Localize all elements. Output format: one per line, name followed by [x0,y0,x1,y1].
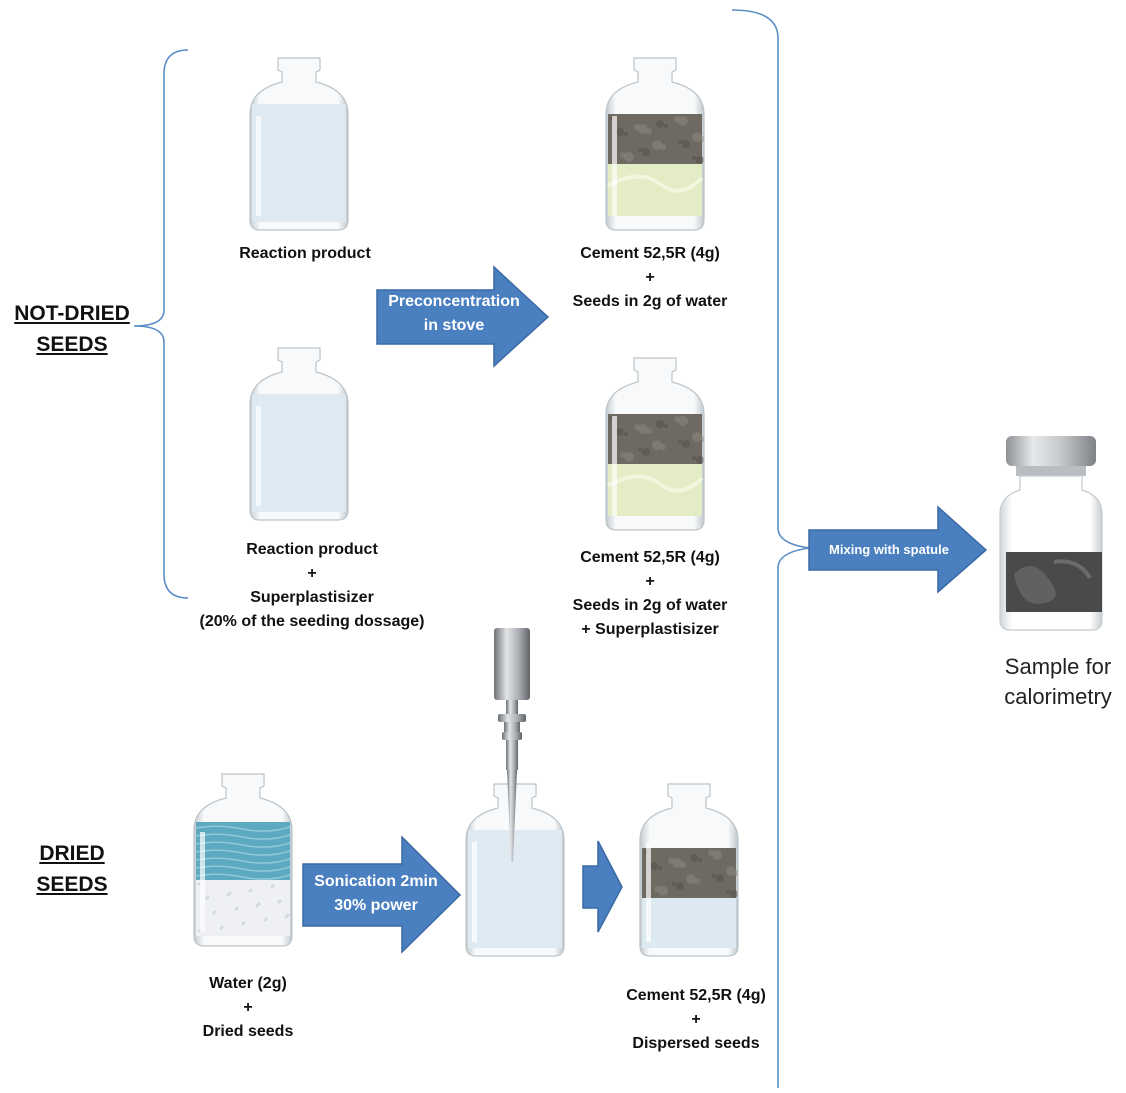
caption-cement-seeds-sp: Cement 52,5R (4g) + Seeds in 2g of water… [550,546,750,642]
caption-water-dried-seeds: Water (2g) + Dried seeds [168,972,328,1044]
caption-reaction-product: Reaction product [205,242,405,266]
caption-line: Sample for [1004,654,1112,679]
bottle-cement-dispersed [634,782,744,958]
caption-line: Reaction product [239,245,371,262]
caption-line: + [307,565,317,582]
arrow-sonication: Sonication 2min 30% power [302,835,462,954]
not-dried-label-line-2: SEEDS [36,333,108,356]
vial-sample-calorimetry [999,436,1103,631]
arrow-to-cement [582,840,624,934]
caption-line: Superplastisizer [250,589,374,606]
caption-line: Reaction product [246,541,378,558]
sonication-line-1: Sonication 2min [314,873,438,890]
not-dried-label-line-1: NOT-DRIED [14,302,130,325]
not-dried-brace [133,49,189,599]
caption-line: + [243,999,253,1016]
dried-seeds-label: DRIED SEEDS [7,838,137,900]
arrow-sonication-label: Sonication 2min 30% power [302,870,450,918]
bottle-reaction-product [244,56,354,232]
mixing-line-1: Mixing with spatule [829,542,949,557]
dried-label-line-1: DRIED [39,842,105,865]
arrow-preconcentration: Preconcentration in stove [376,265,550,368]
caption-line: Cement 52,5R (4g) [580,549,720,566]
preconcentration-line-2: in stove [423,317,485,334]
sonication-line-2: 30% power [334,897,418,914]
dried-label-line-2: SEEDS [36,873,108,896]
caption-line: Dried seeds [202,1023,294,1040]
caption-line: (20% of the seeding dossage) [199,613,425,630]
caption-sample-calorimetry: Sample for calorimetry [984,652,1126,712]
not-dried-seeds-label: NOT-DRIED SEEDS [7,298,137,360]
bottle-cement-seeds-sp [600,356,710,532]
bottle-water-dried-seeds [188,772,298,948]
caption-line: Dispersed seeds [632,1035,760,1052]
arrow-mixing-label: Mixing with spatule [808,540,970,560]
caption-line: Seeds in 2g of water [572,293,728,310]
sonicator-probe [494,628,530,862]
caption-line: + [645,269,655,286]
preconcentration-line-1: Preconcentration [388,293,520,310]
caption-reaction-product-sp: Reaction product + Superplastisizer (20%… [178,538,446,634]
caption-line: Seeds in 2g of water [572,597,728,614]
bottle-reaction-product-sp [244,346,354,522]
caption-line: + Superplastisizer [581,621,719,638]
bottle-sonicated [460,782,570,958]
caption-cement-seeds: Cement 52,5R (4g) + Seeds in 2g of water [550,242,750,314]
caption-line: Water (2g) [209,975,287,992]
caption-line: Cement 52,5R (4g) [580,245,720,262]
caption-line: + [645,573,655,590]
bottle-cement-seeds [600,56,710,232]
caption-line: Cement 52,5R (4g) [626,987,766,1004]
arrow-mixing: Mixing with spatule [808,505,988,594]
caption-line: calorimetry [1004,684,1112,709]
caption-cement-dispersed: Cement 52,5R (4g) + Dispersed seeds [596,984,796,1056]
process-bracket [731,9,811,1088]
caption-line: + [691,1011,701,1028]
arrow-preconcentration-label: Preconcentration in stove [376,290,532,338]
